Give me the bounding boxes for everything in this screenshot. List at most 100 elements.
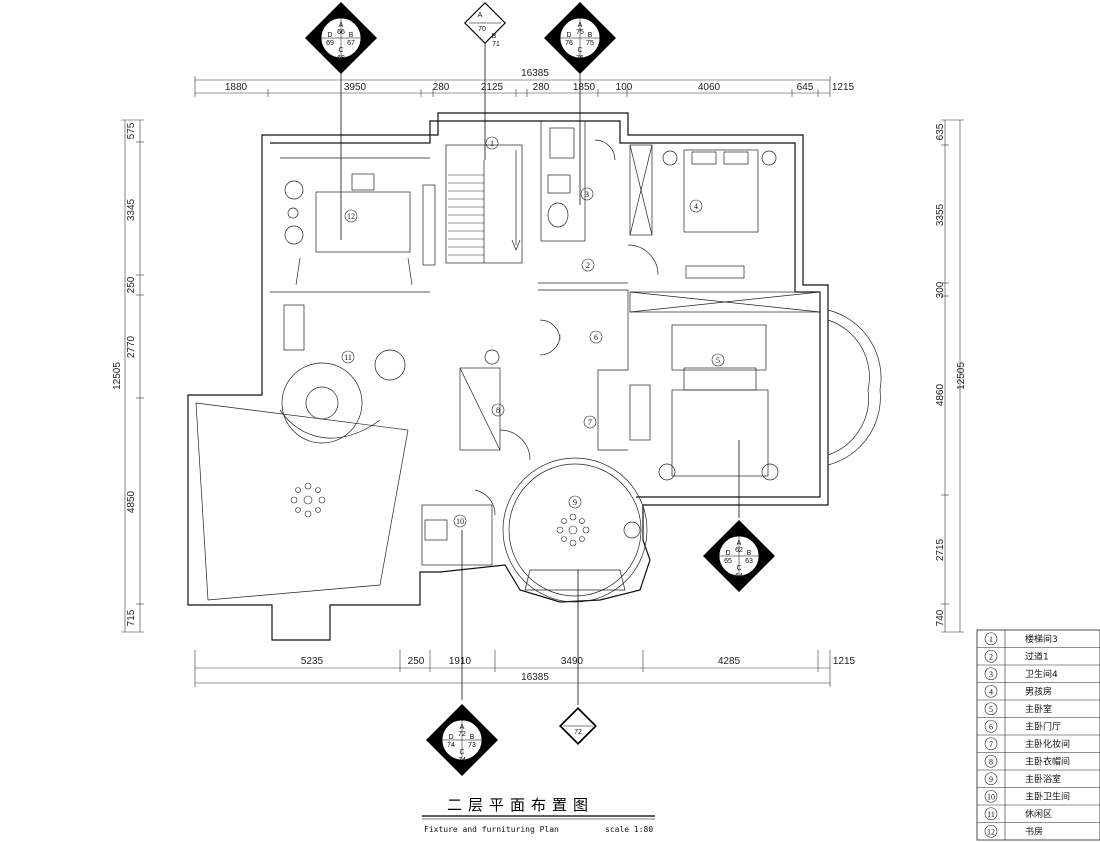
armchair-2 — [284, 225, 304, 245]
tag-4-c: 64 — [735, 573, 743, 580]
room-3-marker — [580, 187, 594, 201]
dim-right-4: 2715 — [935, 538, 946, 561]
tag-4-a: 62 — [735, 547, 743, 554]
toilet — [547, 174, 571, 194]
room-8-label: 8 — [496, 406, 500, 415]
tag-3-d: 76 — [565, 40, 573, 47]
corridor: 2 — [538, 244, 659, 284]
master-bed — [671, 389, 769, 477]
lower-left-hall — [195, 402, 409, 601]
title-main: 二层平面布置图 — [447, 796, 594, 814]
room-8-marker — [491, 403, 505, 417]
elevation-tag-4: A 62 B 63 C 64 D 65 — [703, 520, 775, 592]
round-sofa — [281, 362, 363, 444]
study-desk — [315, 191, 411, 253]
tv-cabinet — [685, 265, 745, 279]
legend-num-circle — [984, 719, 998, 733]
tag-4-d: 65 — [724, 558, 732, 565]
dim-top-8: 645 — [797, 82, 814, 93]
dim-bottom-4: 4285 — [718, 656, 741, 667]
room-6-marker — [589, 330, 603, 344]
dim-left-2: 250 — [126, 276, 137, 293]
room-10-label: 10 — [456, 517, 464, 526]
legend-num: 3 — [989, 670, 993, 679]
svg-text:C: C — [577, 47, 582, 54]
legend-num: 10 — [987, 792, 995, 801]
dim-left-5: 715 — [126, 609, 137, 626]
leader-lines — [340, 42, 740, 705]
study-room: 12 — [278, 142, 436, 286]
svg-text:A: A — [460, 724, 465, 731]
legend-num-circle — [984, 632, 998, 646]
master-bathroom: 9 — [502, 457, 648, 603]
bathroom-4: 3 — [540, 120, 616, 242]
room-5-marker — [711, 353, 725, 367]
dim-right-3: 4860 — [935, 383, 946, 406]
legend-num: 5 — [989, 705, 993, 714]
legend-room-name: 主卧室 — [1025, 703, 1052, 715]
lounge-chair — [374, 349, 406, 381]
master-toilet: 10 — [421, 489, 496, 566]
dim-bottom-5: 1215 — [833, 656, 856, 667]
svg-text:A: A — [339, 22, 344, 29]
title-scale: scale 1:80 — [605, 825, 653, 834]
legend-num: 7 — [989, 740, 993, 749]
svg-text:A: A — [478, 12, 483, 19]
dim-right-5: 740 — [935, 609, 946, 626]
exterior-walls — [187, 112, 829, 641]
tag-5-a: 72 — [458, 731, 466, 738]
boys-room: 4 — [629, 144, 777, 279]
dim-top-total: 16385 — [521, 68, 549, 79]
legend-num: 11 — [987, 810, 995, 819]
tag-2-a: 70 — [478, 26, 486, 33]
room-9-label: 9 — [573, 498, 577, 507]
svg-text:A: A — [578, 22, 583, 29]
dim-left-1: 3345 — [126, 198, 137, 221]
svg-text:B: B — [588, 32, 593, 39]
bottom-dimensions: 5235 250 1910 3490 4285 1215 16385 — [194, 650, 856, 687]
tag-5-d: 74 — [447, 742, 455, 749]
legend-num: 8 — [989, 757, 993, 766]
legend-num: 6 — [989, 722, 993, 731]
sofa — [283, 304, 305, 351]
dim-right-1: 3355 — [935, 203, 946, 226]
room-7-label: 7 — [588, 418, 592, 427]
dim-top-1: 3950 — [344, 82, 367, 93]
drawing-title: 二层平面布置图 Fixture and furnituring Plan sca… — [422, 796, 655, 834]
svg-text:C: C — [459, 749, 464, 756]
legend-room-name: 主卧衣帽间 — [1025, 755, 1070, 767]
tag-2-b: 71 — [492, 41, 500, 48]
room-12-label: 12 — [347, 212, 355, 221]
dim-top-0: 1880 — [225, 82, 248, 93]
room-2-label: 2 — [586, 261, 590, 270]
right-dimensions: 635 3355 300 4860 2715 740 12505 — [935, 119, 967, 633]
legend-room-name: 书房 — [1025, 825, 1043, 837]
svg-text:B: B — [470, 734, 475, 741]
legend-num-circle — [984, 667, 998, 681]
dim-left-0: 575 — [126, 122, 137, 139]
legend-num-circle — [984, 649, 998, 663]
top-dimensions: 16385 1880 3950 280 2125 280 1850 100 40… — [194, 68, 855, 97]
dim-left-4: 4850 — [126, 490, 137, 513]
boys-bed — [683, 149, 759, 233]
legend-room-name: 过道1 — [1025, 650, 1049, 662]
leisure-area: 11 — [270, 291, 430, 444]
legend-num: 2 — [989, 652, 993, 661]
legend-room-name: 主卧浴室 — [1025, 773, 1061, 785]
dim-top-4: 280 — [533, 82, 550, 93]
dim-right-total: 12505 — [956, 362, 967, 390]
staircase: 1 — [445, 136, 523, 264]
dim-top-2: 280 — [433, 82, 450, 93]
svg-text:B: B — [349, 32, 354, 39]
room-12-marker — [344, 209, 358, 223]
dim-bottom-1: 250 — [408, 656, 425, 667]
wash-basin — [547, 202, 569, 228]
room-3-label: 3 — [585, 190, 589, 199]
dim-left-total: 12505 — [112, 362, 123, 390]
legend-room-name: 卫生间4 — [1025, 668, 1058, 680]
tag-5-c: 74 — [458, 757, 466, 764]
svg-text:D: D — [448, 734, 453, 741]
bathtub — [524, 569, 626, 591]
